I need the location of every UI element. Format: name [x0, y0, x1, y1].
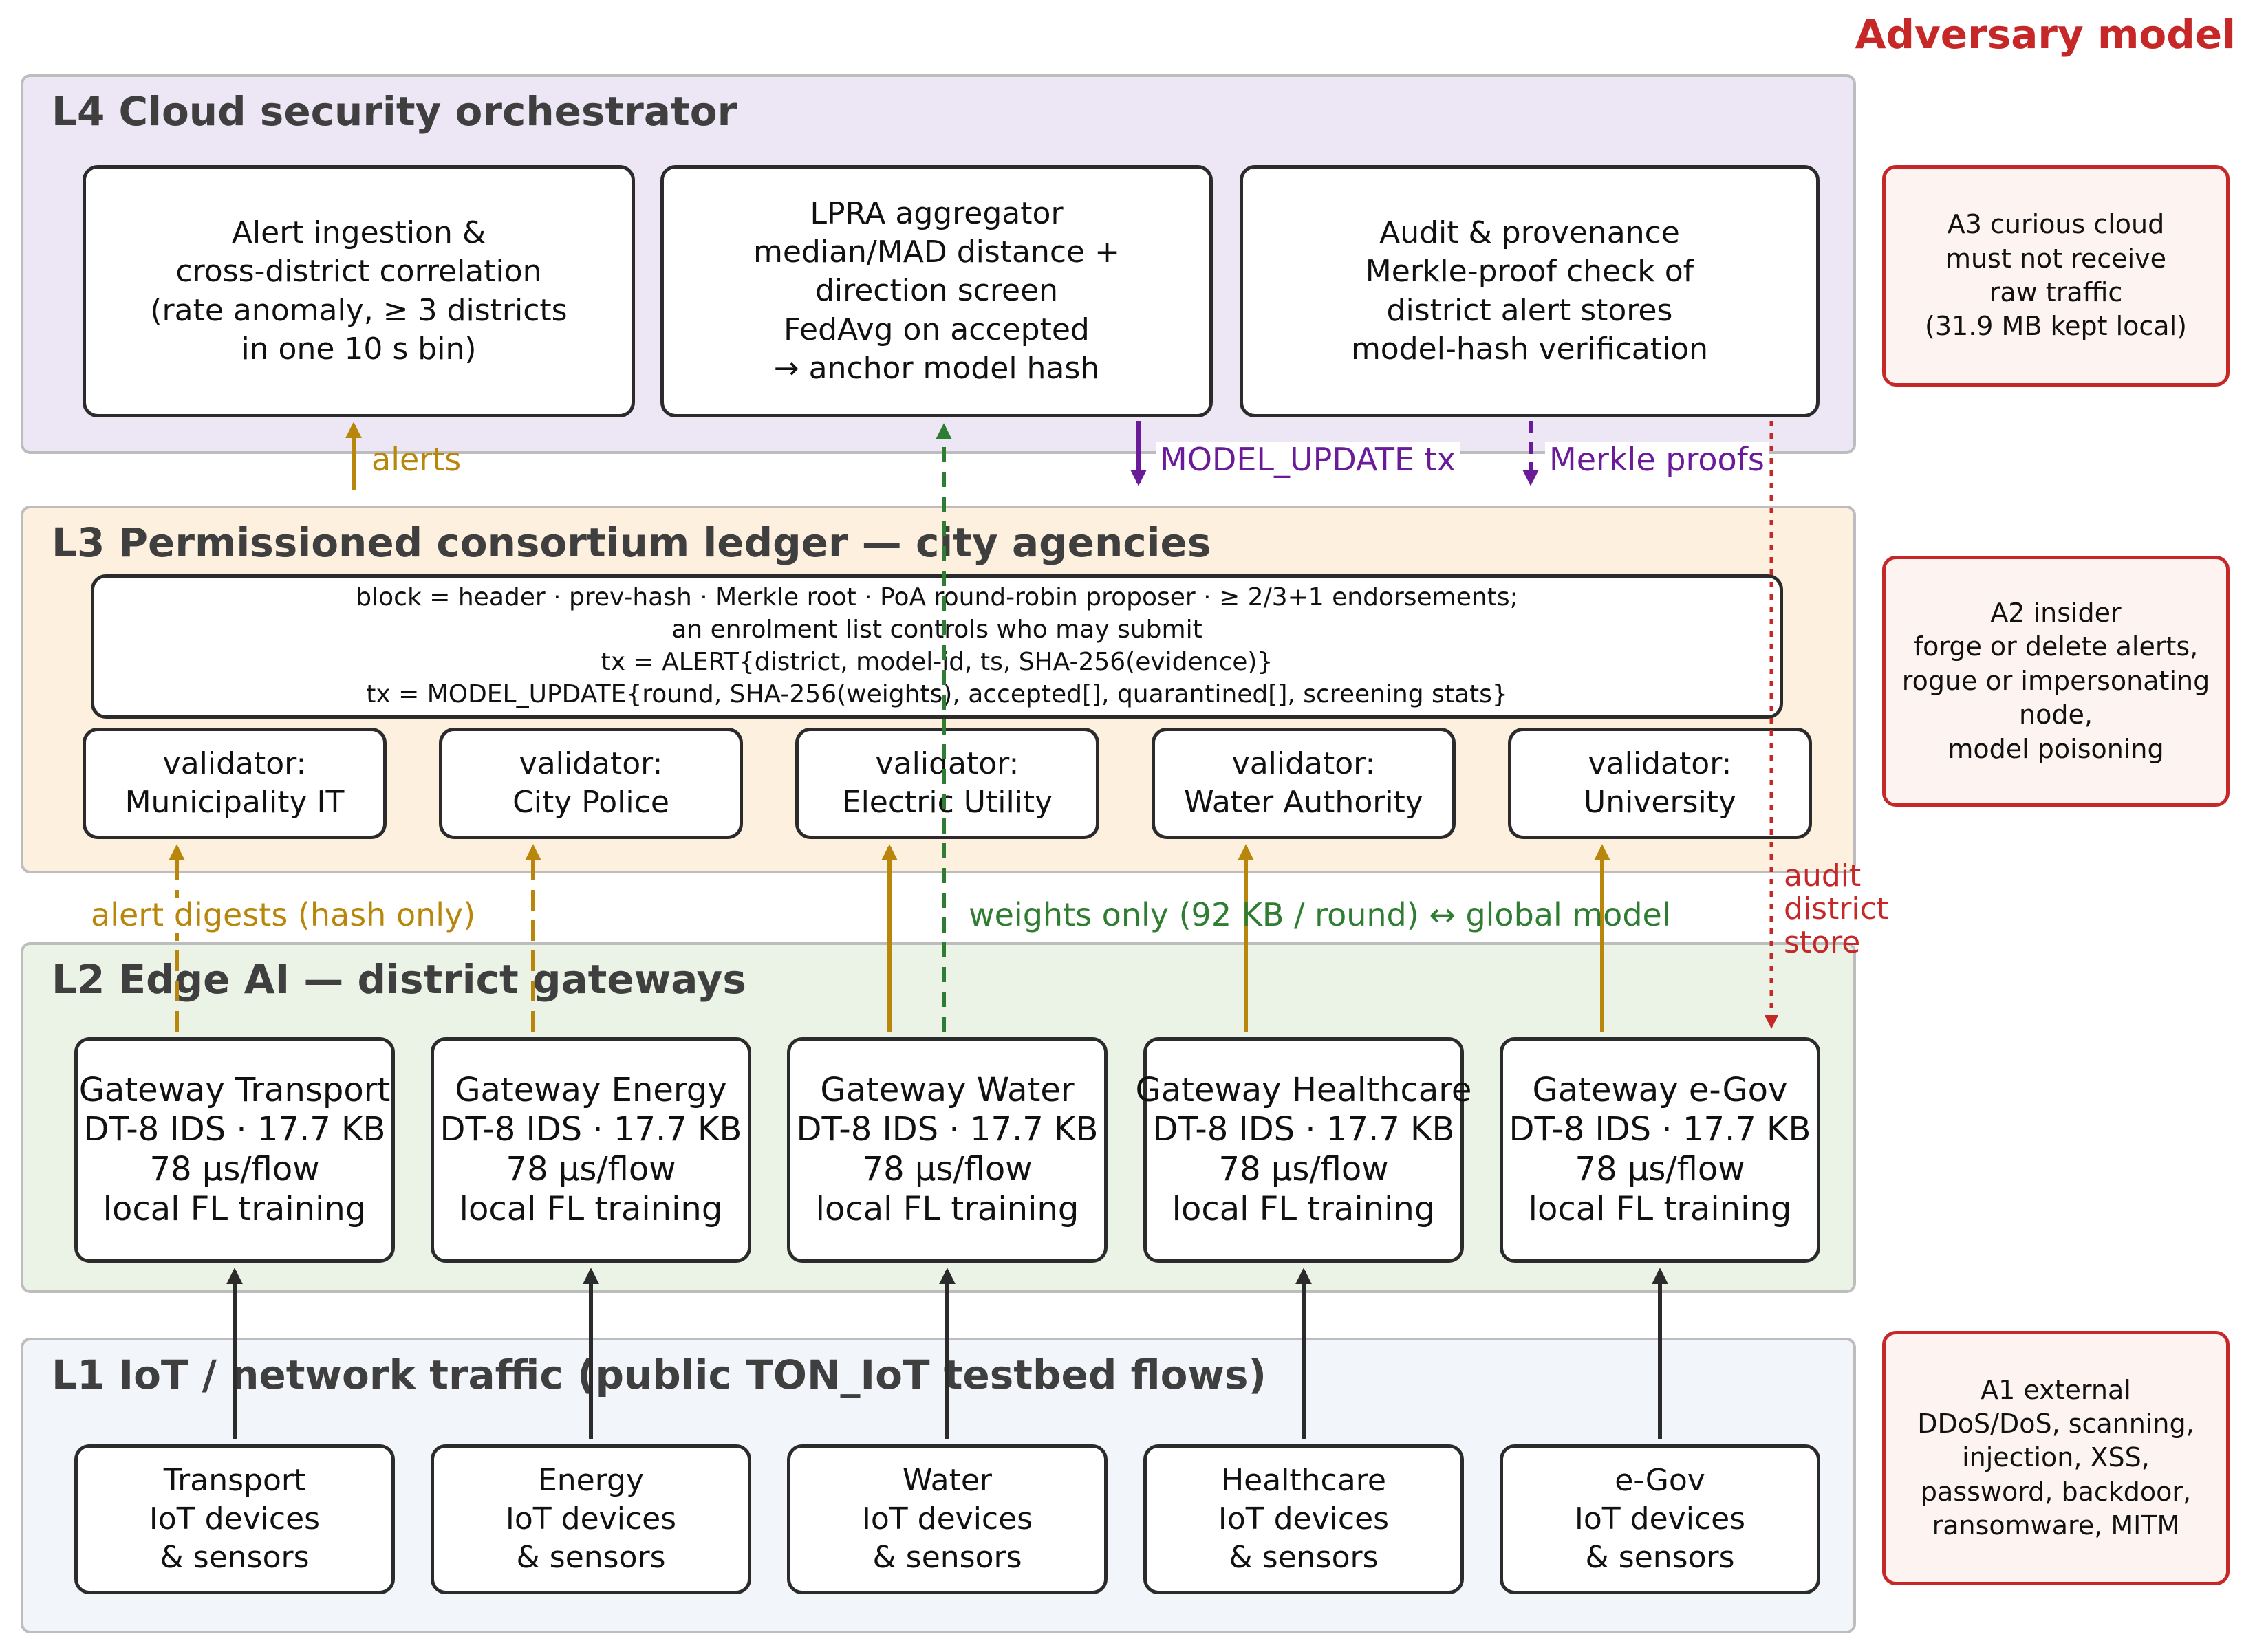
merkle-proofs-label: Merkle proofs	[1545, 442, 1769, 477]
ledger-block-spec: block = header · prev-hash · Merkle root…	[91, 574, 1783, 719]
iot-healthcare: Healthcare IoT devices & sensors	[1143, 1444, 1464, 1594]
layer-title-l1: L1 IoT / network traffic (public TON_IoT…	[52, 1351, 1267, 1398]
alert-digest-arrows	[169, 844, 1610, 1032]
iot-energy: Energy IoT devices & sensors	[431, 1444, 751, 1594]
adversary-a1-text: A1 external DDoS/DoS, scanning, injectio…	[1917, 1374, 2194, 1541]
validator-water-authority: validator: Water Authority	[1152, 728, 1456, 839]
iot-text: Energy IoT devices & sensors	[505, 1462, 677, 1576]
adversary-a2-text: A2 insider forge or delete alerts, rogue…	[1901, 598, 2210, 764]
layer-title-l3: L3 Permissioned consortium ledger — city…	[52, 519, 1211, 566]
gateway-water: Gateway Water DT-8 IDS · 17.7 KB 78 µs/f…	[787, 1037, 1108, 1263]
gateway-text: Gateway Transport DT-8 IDS · 17.7 KB 78 …	[78, 1070, 391, 1228]
alerts-label: alerts	[371, 441, 462, 478]
weights-label: weights only (92 KB / round) ↔ global mo…	[969, 896, 1671, 933]
adversary-a3-text: A3 curious cloud must not receive raw tr…	[1925, 209, 2187, 342]
adversary-a3-box: A3 curious cloud must not receive raw tr…	[1882, 165, 2230, 387]
gateway-transport: Gateway Transport DT-8 IDS · 17.7 KB 78 …	[74, 1037, 395, 1263]
validator-label: validator: Electric Utility	[841, 746, 1053, 820]
lpra-aggregator-box: LPRA aggregator median/MAD distance + di…	[660, 165, 1213, 417]
model-update-label: MODEL_UPDATE tx	[1156, 442, 1460, 477]
iot-water: Water IoT devices & sensors	[787, 1444, 1108, 1594]
validator-label: validator: Water Authority	[1184, 746, 1423, 820]
adversary-a1-box: A1 external DDoS/DoS, scanning, injectio…	[1882, 1331, 2230, 1585]
ledger-block-text: block = header · prev-hash · Merkle root…	[356, 583, 1518, 708]
validator-label: validator: University	[1584, 746, 1736, 820]
layer-title-l4: L4 Cloud security orchestrator	[52, 88, 737, 135]
gateway-text: Gateway e-Gov DT-8 IDS · 17.7 KB 78 µs/f…	[1509, 1070, 1811, 1228]
audit-label: audit district store	[1784, 858, 1889, 960]
validator-municipality-it: validator: Municipality IT	[83, 728, 387, 839]
adversary-model-title: Adversary model	[1855, 11, 2236, 58]
validator-electric-utility: validator: Electric Utility	[795, 728, 1099, 839]
iot-text: Water IoT devices & sensors	[861, 1462, 1033, 1576]
audit-provenance-text: Audit & provenance Merkle-proof check of…	[1350, 215, 1709, 367]
iot-text: Healthcare IoT devices & sensors	[1218, 1462, 1390, 1576]
iot-transport: Transport IoT devices & sensors	[74, 1444, 395, 1594]
gateway-text: Gateway Energy DT-8 IDS · 17.7 KB 78 µs/…	[440, 1070, 742, 1228]
validator-city-police: validator: City Police	[439, 728, 743, 839]
traffic-arrows	[226, 1268, 1668, 1439]
gateway-text: Gateway Water DT-8 IDS · 17.7 KB 78 µs/f…	[796, 1070, 1099, 1228]
gateway-egov: Gateway e-Gov DT-8 IDS · 17.7 KB 78 µs/f…	[1500, 1037, 1820, 1263]
layer-title-l2: L2 Edge AI — district gateways	[52, 956, 746, 1003]
gateway-healthcare: Gateway Healthcare DT-8 IDS · 17.7 KB 78…	[1136, 1037, 1471, 1263]
iot-text: Transport IoT devices & sensors	[149, 1462, 321, 1576]
iot-text: e-Gov IoT devices & sensors	[1574, 1462, 1746, 1576]
gateway-energy: Gateway Energy DT-8 IDS · 17.7 KB 78 µs/…	[431, 1037, 751, 1263]
lpra-aggregator-text: LPRA aggregator median/MAD distance + di…	[753, 195, 1120, 386]
iot-egov: e-Gov IoT devices & sensors	[1500, 1444, 1820, 1594]
validator-university: validator: University	[1508, 728, 1812, 839]
validator-label: validator: Municipality IT	[125, 746, 345, 820]
alert-ingestion-text: Alert ingestion & cross-district correla…	[150, 215, 568, 367]
gateway-text: Gateway Healthcare DT-8 IDS · 17.7 KB 78…	[1135, 1070, 1472, 1228]
alert-ingestion-box: Alert ingestion & cross-district correla…	[83, 165, 635, 417]
audit-provenance-box: Audit & provenance Merkle-proof check of…	[1240, 165, 1820, 417]
adversary-a2-box: A2 insider forge or delete alerts, rogue…	[1882, 556, 2230, 807]
validator-label: validator: City Police	[512, 746, 669, 820]
alert-digests-label: alert digests (hash only)	[88, 898, 479, 933]
